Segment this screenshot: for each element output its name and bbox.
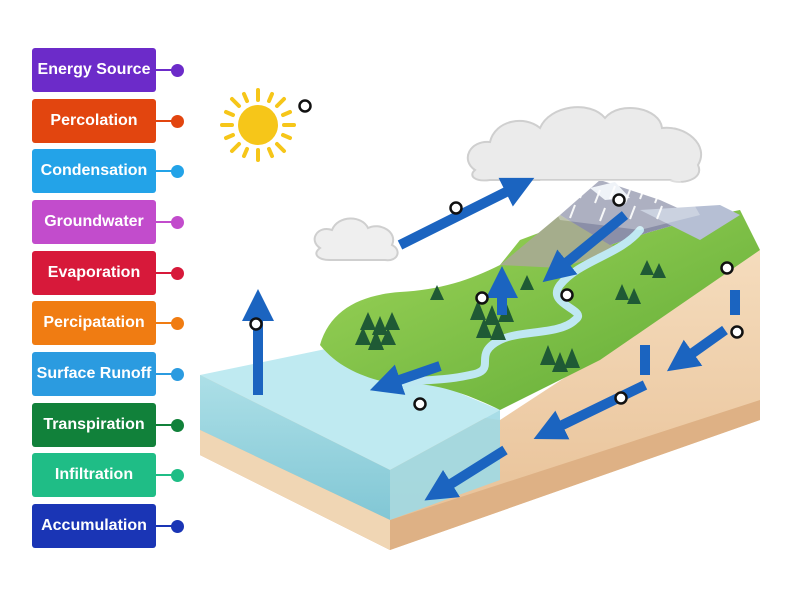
label-energy-source[interactable]: Energy Source bbox=[32, 48, 188, 92]
drop-target-6[interactable] bbox=[560, 288, 574, 302]
label-connector bbox=[156, 69, 182, 71]
drop-target-9[interactable] bbox=[614, 391, 628, 405]
label-dot[interactable] bbox=[171, 368, 184, 381]
label-connector bbox=[156, 272, 182, 274]
label-dot[interactable] bbox=[171, 520, 184, 533]
label-box[interactable]: Transpiration bbox=[32, 403, 156, 447]
sea-block bbox=[200, 345, 500, 550]
label-connector bbox=[156, 120, 182, 122]
label-evaporation[interactable]: Evaporation bbox=[32, 251, 188, 295]
drop-target-10[interactable] bbox=[413, 397, 427, 411]
drop-target-4[interactable] bbox=[720, 261, 734, 275]
label-box[interactable]: Evaporation bbox=[32, 251, 156, 295]
rain-cloud-icon bbox=[466, 106, 702, 230]
label-dot[interactable] bbox=[171, 64, 184, 77]
label-dot[interactable] bbox=[171, 317, 184, 330]
label-connector bbox=[156, 322, 182, 324]
label-infiltration[interactable]: Infiltration bbox=[32, 453, 188, 497]
label-box[interactable]: Infiltration bbox=[32, 453, 156, 497]
drop-target-7[interactable] bbox=[249, 317, 263, 331]
label-surface-runoff[interactable]: Surface Runoff bbox=[32, 352, 188, 396]
label-accumulation[interactable]: Accumulation bbox=[32, 504, 188, 548]
label-transpiration[interactable]: Transpiration bbox=[32, 403, 188, 447]
label-box[interactable]: Accumulation bbox=[32, 504, 156, 548]
label-dot[interactable] bbox=[171, 419, 184, 432]
label-connector bbox=[156, 170, 182, 172]
label-connector bbox=[156, 424, 182, 426]
label-dot[interactable] bbox=[171, 165, 184, 178]
label-percipatation[interactable]: Percipatation bbox=[32, 301, 188, 345]
label-dot[interactable] bbox=[171, 115, 184, 128]
label-box[interactable]: Energy Source bbox=[32, 48, 156, 92]
label-connector bbox=[156, 474, 182, 476]
drop-targets bbox=[249, 99, 744, 411]
label-dot[interactable] bbox=[171, 469, 184, 482]
drop-target-2[interactable] bbox=[449, 201, 463, 215]
land-surface bbox=[320, 180, 760, 410]
label-percolation[interactable]: Percolation bbox=[32, 99, 188, 143]
sun-icon bbox=[220, 88, 296, 162]
label-groundwater[interactable]: Groundwater bbox=[32, 200, 188, 244]
label-connector bbox=[156, 525, 182, 527]
drop-target-1[interactable] bbox=[298, 99, 312, 113]
label-box[interactable]: Condensation bbox=[32, 149, 156, 193]
drop-target-5[interactable] bbox=[475, 291, 489, 305]
small-cloud-icon bbox=[313, 217, 399, 262]
drop-target-3[interactable] bbox=[612, 193, 626, 207]
label-box[interactable]: Percipatation bbox=[32, 301, 156, 345]
label-connector bbox=[156, 221, 182, 223]
label-dot[interactable] bbox=[171, 216, 184, 229]
label-box[interactable]: Percolation bbox=[32, 99, 156, 143]
label-connector bbox=[156, 373, 182, 375]
label-box[interactable]: Groundwater bbox=[32, 200, 156, 244]
trees bbox=[355, 260, 666, 372]
label-box[interactable]: Surface Runoff bbox=[32, 352, 156, 396]
label-dot[interactable] bbox=[171, 267, 184, 280]
drop-target-8[interactable] bbox=[730, 325, 744, 339]
label-condensation[interactable]: Condensation bbox=[32, 149, 188, 193]
